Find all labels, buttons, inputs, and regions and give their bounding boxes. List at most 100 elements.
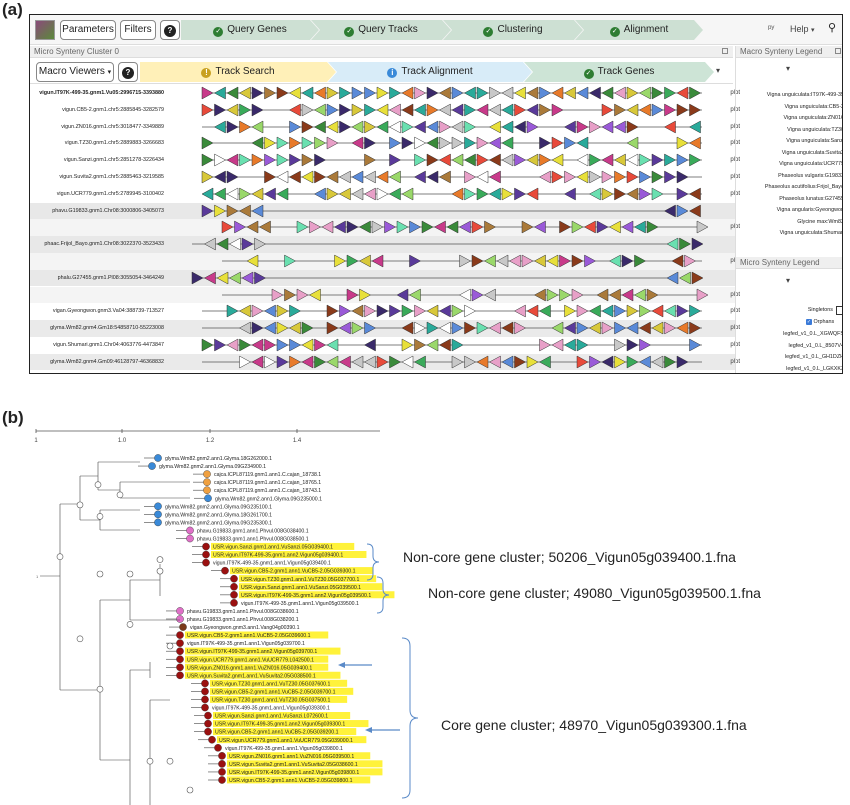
gene-glyph[interactable] — [201, 153, 214, 167]
gene-glyph[interactable] — [501, 153, 514, 167]
gene-glyph[interactable] — [688, 136, 701, 150]
gene-glyph[interactable] — [608, 220, 621, 234]
gene-glyph[interactable] — [251, 338, 264, 352]
gene-glyph[interactable] — [501, 86, 514, 100]
gene-glyph[interactable] — [513, 304, 526, 318]
gene-glyph[interactable] — [326, 304, 339, 318]
gene-glyph[interactable] — [414, 304, 427, 318]
gene-glyph[interactable] — [664, 103, 677, 117]
gene-glyph[interactable] — [433, 220, 446, 234]
gene-glyph[interactable] — [413, 103, 426, 117]
gene-glyph[interactable] — [339, 103, 352, 117]
gene-glyph[interactable] — [313, 86, 326, 100]
gene-glyph[interactable] — [601, 120, 614, 134]
gene-glyph[interactable] — [564, 304, 577, 318]
gene-glyph[interactable] — [389, 153, 402, 167]
gene-glyph[interactable] — [576, 338, 589, 352]
help-toggle-button[interactable]: ? — [160, 20, 180, 40]
gene-glyph[interactable] — [251, 321, 264, 335]
gene-glyph[interactable] — [539, 153, 552, 167]
gene-glyph[interactable] — [338, 355, 351, 369]
gene-glyph[interactable] — [364, 153, 377, 167]
gene-glyph[interactable] — [314, 355, 327, 369]
gene-glyph[interactable] — [213, 86, 226, 100]
macro-legend-item[interactable]: Vigna unguiculata:TZ30 — [736, 125, 842, 136]
macro-legend-item[interactable]: Vigna unguiculata:Suvita2 — [736, 148, 842, 159]
maximize-icon[interactable] — [835, 48, 841, 54]
gene-glyph[interactable] — [663, 120, 676, 134]
gene-glyph[interactable] — [638, 103, 651, 117]
caret-down-icon[interactable]: ▾ — [716, 66, 721, 75]
gene-glyph[interactable] — [326, 120, 339, 134]
gene-glyph[interactable] — [351, 103, 364, 117]
gene-glyph[interactable] — [338, 187, 351, 201]
gene-glyph[interactable] — [514, 153, 527, 167]
gene-glyph[interactable] — [483, 254, 496, 268]
gene-glyph[interactable] — [276, 187, 289, 201]
gene-glyph[interactable] — [289, 355, 302, 369]
gene-glyph[interactable] — [563, 120, 576, 134]
gene-glyph[interactable] — [526, 153, 539, 167]
gene-glyph[interactable] — [326, 338, 339, 352]
gene-glyph[interactable] — [301, 136, 314, 150]
gene-glyph[interactable] — [438, 304, 451, 318]
gene-glyph[interactable] — [451, 338, 464, 352]
gene-glyph[interactable] — [214, 103, 227, 117]
gene-glyph[interactable] — [214, 204, 227, 218]
gene-glyph[interactable] — [363, 338, 376, 352]
gene-glyph[interactable] — [301, 153, 314, 167]
gene-glyph[interactable] — [301, 86, 314, 100]
gene-glyph[interactable] — [508, 254, 521, 268]
gene-glyph[interactable] — [226, 86, 239, 100]
gene-glyph[interactable] — [563, 338, 576, 352]
gene-glyph[interactable] — [314, 170, 327, 184]
gene-glyph[interactable] — [426, 103, 439, 117]
gene-glyph[interactable] — [301, 355, 314, 369]
gene-glyph[interactable] — [676, 103, 689, 117]
gene-glyph[interactable] — [688, 204, 701, 218]
gene-glyph[interactable] — [563, 86, 576, 100]
gene-glyph[interactable] — [371, 254, 384, 268]
gene-glyph[interactable] — [501, 355, 514, 369]
gene-glyph[interactable] — [251, 153, 264, 167]
macro-legend-item[interactable]: Phaseolus vulgaris:G19833 — [736, 171, 842, 182]
macro-legend-item[interactable]: Vigna unguiculata:Shumari — [736, 228, 842, 239]
gene-glyph[interactable] — [688, 120, 701, 134]
macro-legend-item[interactable]: Phaseolus acutifolius:Frijol_Bayo — [736, 182, 842, 193]
gene-glyph[interactable] — [564, 136, 577, 150]
gene-glyph[interactable] — [438, 103, 451, 117]
gene-glyph[interactable] — [601, 321, 614, 335]
gene-glyph[interactable] — [538, 170, 551, 184]
gene-glyph[interactable] — [679, 237, 692, 251]
gene-glyph[interactable] — [521, 220, 534, 234]
gene-glyph[interactable] — [289, 120, 302, 134]
gene-glyph[interactable] — [471, 254, 484, 268]
gene-glyph[interactable] — [576, 355, 589, 369]
gene-glyph[interactable] — [438, 86, 451, 100]
gene-glyph[interactable] — [476, 86, 489, 100]
gene-glyph[interactable] — [614, 355, 627, 369]
micro-help-button[interactable]: ? — [118, 62, 138, 82]
gene-glyph[interactable] — [216, 237, 229, 251]
gene-glyph[interactable] — [451, 355, 464, 369]
gene-glyph[interactable] — [676, 321, 689, 335]
gene-glyph[interactable] — [689, 153, 702, 167]
macro-legend-item[interactable]: Vigna unguiculata:CB5-2 — [736, 102, 842, 113]
gene-glyph[interactable] — [613, 86, 626, 100]
gene-glyph[interactable] — [551, 153, 564, 167]
gene-glyph[interactable] — [276, 153, 289, 167]
gene-glyph[interactable] — [576, 170, 589, 184]
gene-glyph[interactable] — [396, 288, 409, 302]
gene-glyph[interactable] — [201, 204, 214, 218]
gene-glyph[interactable] — [289, 338, 302, 352]
gene-glyph[interactable] — [388, 187, 401, 201]
macro-legend-item[interactable]: Phaseolus lunatus:G27455 — [736, 194, 842, 205]
gene-glyph[interactable] — [241, 271, 254, 285]
gene-glyph[interactable] — [651, 304, 664, 318]
maximize-icon[interactable] — [722, 48, 728, 54]
gene-glyph[interactable] — [451, 136, 464, 150]
gene-glyph[interactable] — [539, 86, 552, 100]
gene-glyph[interactable] — [426, 136, 439, 150]
gene-glyph[interactable] — [251, 187, 264, 201]
macro-legend-item[interactable]: Vigna unguiculata:UCR779 — [736, 159, 842, 170]
